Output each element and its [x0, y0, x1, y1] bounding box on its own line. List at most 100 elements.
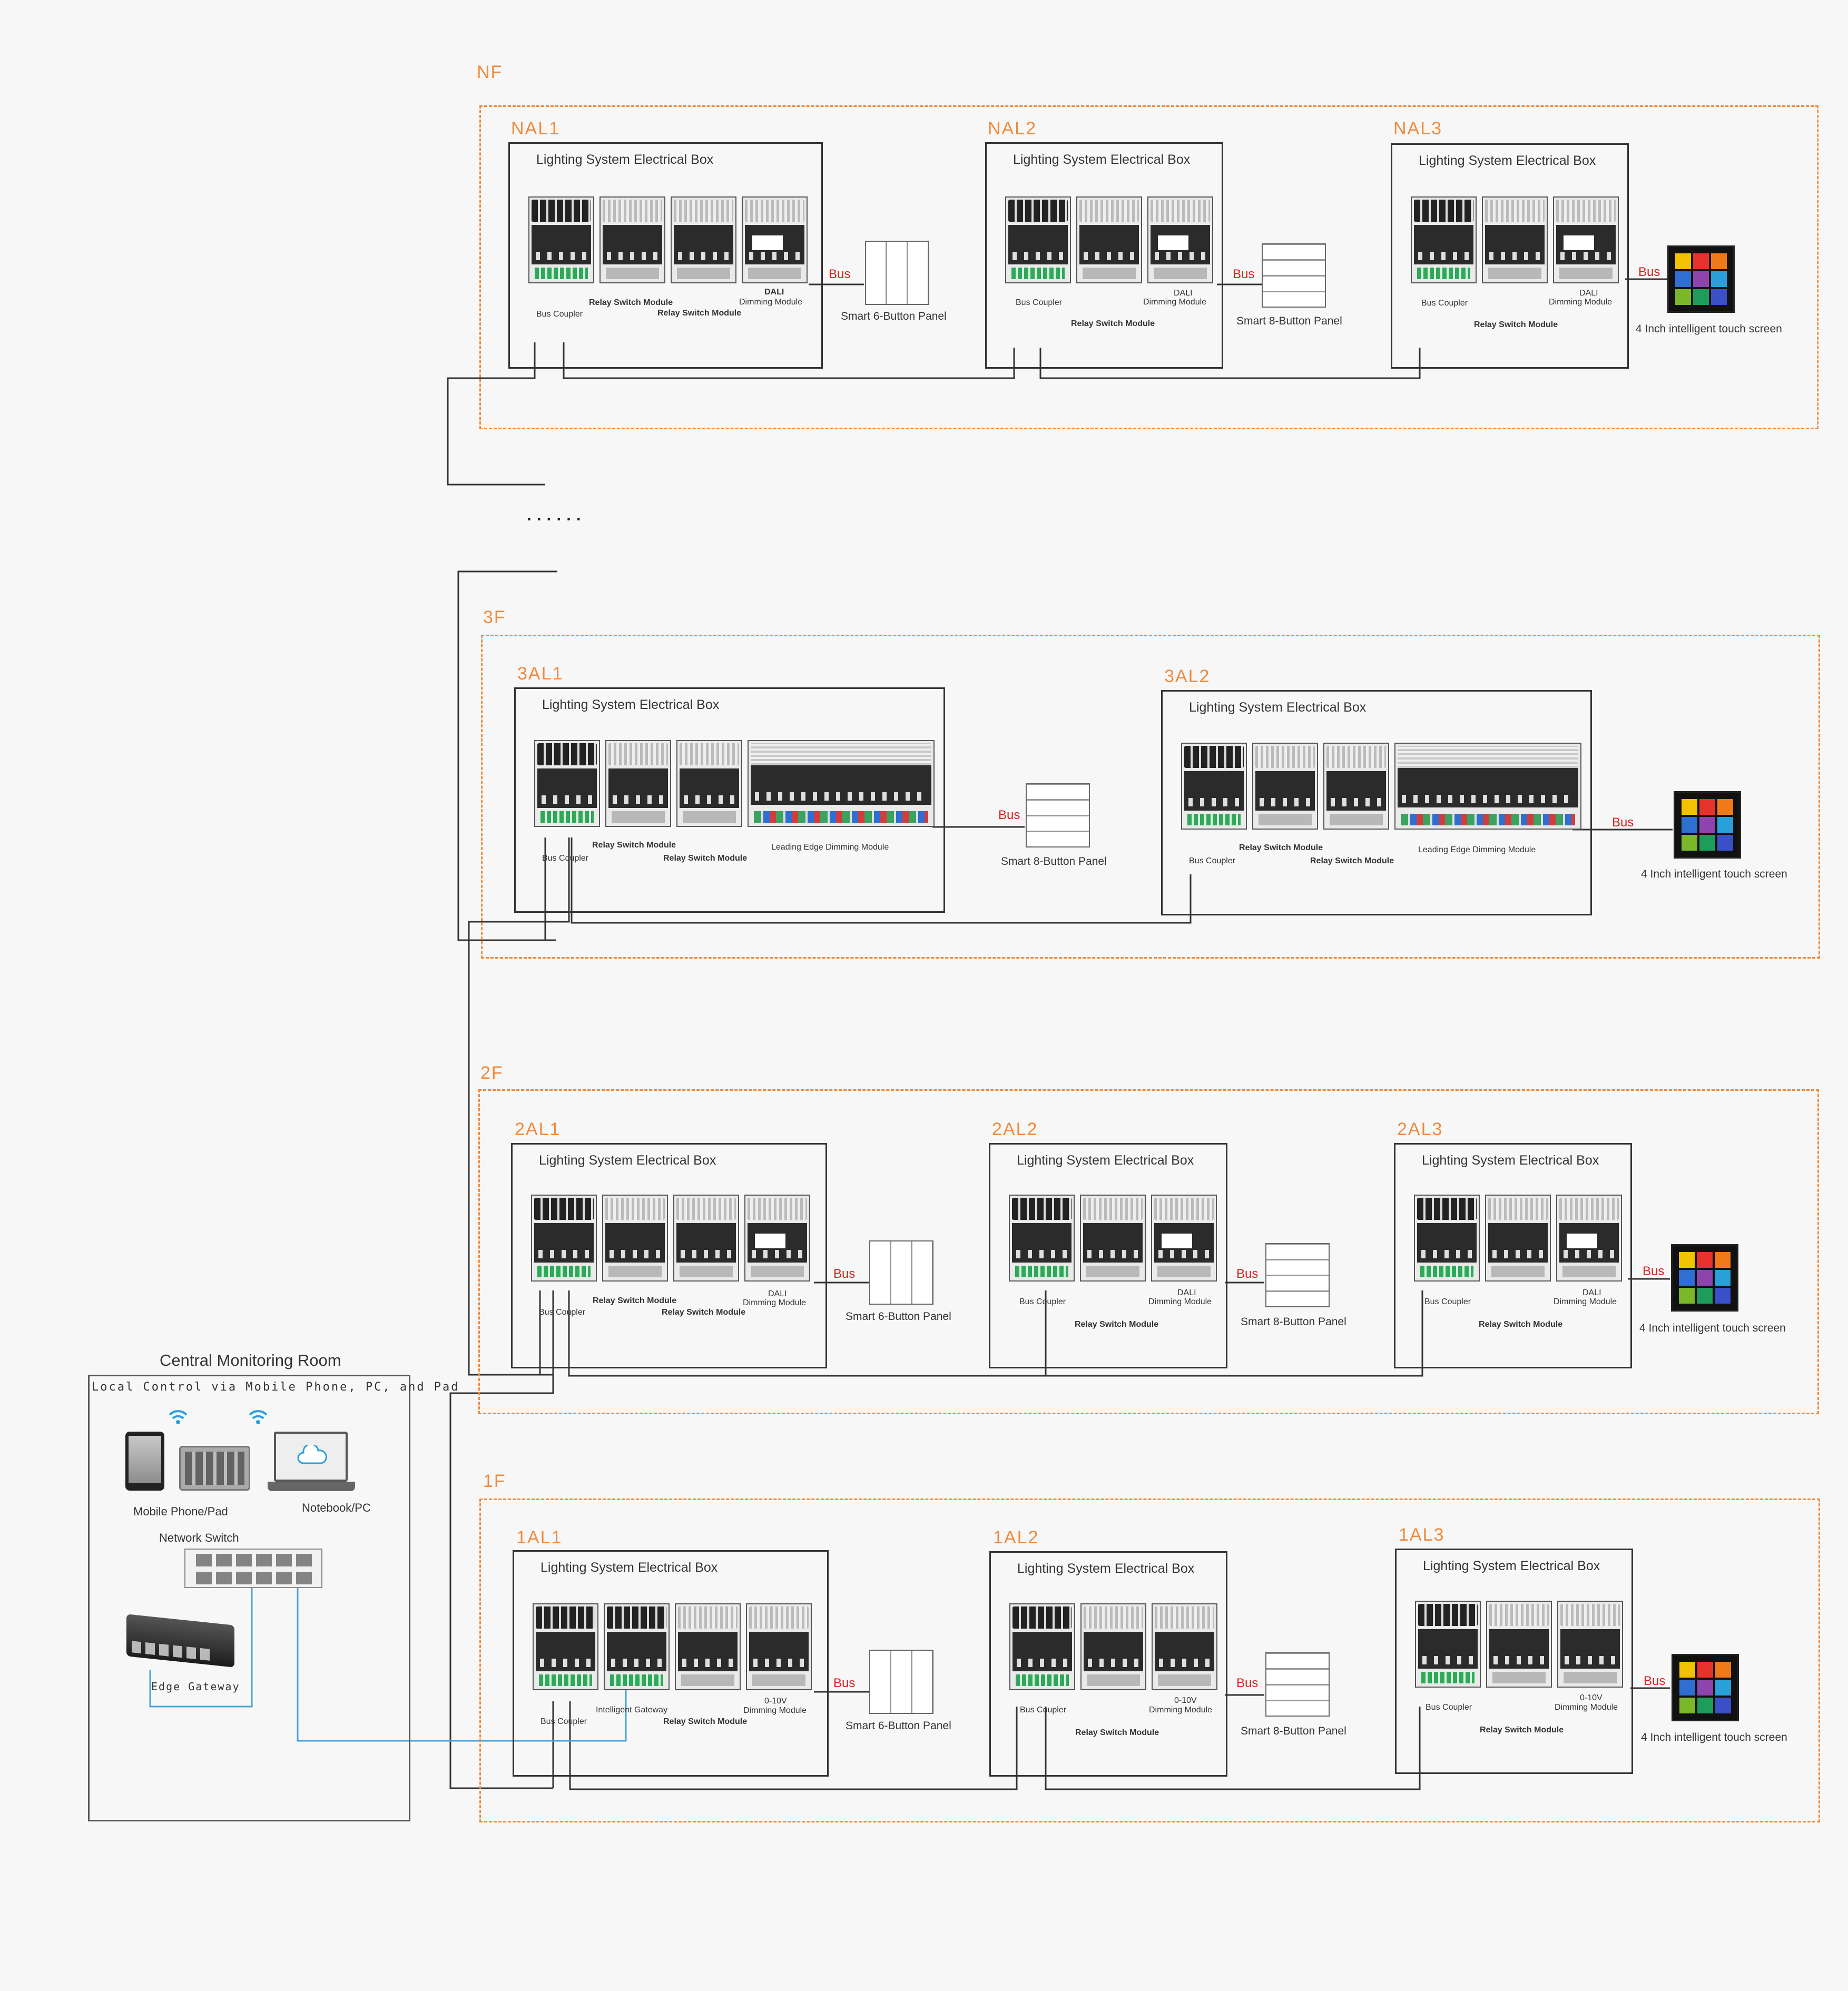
- relay-label: Relay Switch Module: [663, 854, 748, 863]
- bus-label: Bus: [1612, 815, 1634, 830]
- touch-label: 4 Inch intelligent touch screen: [1641, 1731, 1787, 1743]
- bus-coupler-label: Bus Coupler: [1421, 299, 1468, 308]
- eight-panel-label: Smart 8-Button Panel: [1236, 315, 1342, 327]
- dimming-label: Dimming Module: [743, 1706, 807, 1715]
- ebox-title: Lighting System Electrical Box: [536, 152, 714, 167]
- relay-label: Relay Switch Module: [589, 298, 673, 307]
- dali-dimming-module: [1553, 196, 1619, 283]
- ebox-label-1al1: 1AL1: [516, 1527, 563, 1548]
- electrical-box-nal1: Lighting System Electrical Box Bus Coupl…: [508, 142, 823, 369]
- bus-coupler-label: Bus Coupler: [1019, 1297, 1066, 1306]
- electrical-box-2al3: Lighting System Electrical Box Bus Coupl…: [1394, 1143, 1632, 1368]
- eight-panel-label: Smart 8-Button Panel: [1001, 855, 1107, 868]
- touch-label: 4 Inch intelligent touch screen: [1636, 323, 1782, 335]
- relay-label: Relay Switch Module: [1071, 319, 1155, 328]
- mobile-label: Mobile Phone/Pad: [133, 1505, 228, 1518]
- bus-coupler-module: [531, 1195, 597, 1282]
- tenv-label: 0-10V: [1580, 1693, 1603, 1702]
- dali-label: DALI: [1579, 289, 1598, 298]
- ebox-title: Lighting System Electrical Box: [1419, 153, 1596, 168]
- ebox-title: Lighting System Electrical Box: [539, 1153, 716, 1168]
- ebox-title: Lighting System Electrical Box: [1189, 700, 1367, 715]
- bus-wire: [468, 837, 570, 1376]
- dimming-label: Dimming Module: [1149, 1706, 1213, 1714]
- relay-label: Relay Switch Module: [657, 309, 742, 318]
- bus-coupler-module: [1009, 1603, 1075, 1690]
- ebox-label-nal3: NAL3: [1393, 119, 1443, 139]
- wifi-icon: [169, 1410, 188, 1424]
- bus-coupler-module: [528, 196, 594, 283]
- touch-screen: [1667, 245, 1735, 313]
- relay-label: Relay Switch Module: [663, 1717, 748, 1726]
- dali-label: DALI: [1177, 1288, 1196, 1297]
- ebox-label-2al2: 2AL2: [992, 1119, 1038, 1139]
- tablet-icon: [125, 1432, 164, 1491]
- electrical-box-3al2: Lighting System Electrical Box Bus Coupl…: [1161, 690, 1592, 915]
- bus-coupler-module: [1005, 196, 1071, 283]
- bus-coupler-module: [1411, 196, 1477, 283]
- cloud-icon: [297, 1445, 327, 1464]
- leading-edge-label: Leading Edge Dimming Module: [771, 843, 889, 852]
- bus-label: Bus: [829, 267, 851, 281]
- relay-switch-module: [1486, 1601, 1552, 1688]
- relay-label: Relay Switch Module: [1479, 1320, 1563, 1329]
- six-panel-label: Smart 6-Button Panel: [846, 1720, 951, 1732]
- dali-dimming-module: [1151, 1195, 1217, 1282]
- touch-screen: [1674, 791, 1741, 859]
- smart-8-button-panel: [1265, 1243, 1330, 1307]
- dali-label: DALI: [1582, 1288, 1601, 1297]
- ebox-title: Lighting System Electrical Box: [540, 1560, 718, 1575]
- relay-label: Relay Switch Module: [593, 1296, 677, 1305]
- relay-switch-module: [676, 740, 742, 827]
- ebox-label-3al2: 3AL2: [1164, 666, 1211, 686]
- dimming-label: Dimming Module: [1555, 1703, 1618, 1712]
- network-wire: [297, 1579, 627, 1742]
- bus-label: Bus: [1638, 265, 1660, 279]
- dali-label: DALI: [764, 288, 784, 297]
- bus-coupler-module: [1181, 743, 1247, 830]
- relay-label: Relay Switch Module: [1480, 1726, 1564, 1734]
- bus-coupler-label: Bus Coupler: [1426, 1703, 1472, 1712]
- bus-coupler-module: [1009, 1195, 1075, 1282]
- bus-coupler-module: [1415, 1601, 1481, 1688]
- edge-gateway-label: Edge Gateway: [151, 1680, 240, 1693]
- notebook-label: Notebook/PC: [302, 1501, 371, 1514]
- bus-coupler-label: Bus Coupler: [1424, 1297, 1471, 1306]
- electrical-box-1al3: Lighting System Electrical Box Bus Coupl…: [1395, 1549, 1633, 1774]
- laptop-icon: [274, 1432, 348, 1482]
- laptop-base: [268, 1482, 355, 1491]
- floor-2f: [478, 1089, 1819, 1414]
- continuation-ellipsis: ......: [526, 498, 585, 526]
- bus-coupler-label: Bus Coupler: [1189, 856, 1236, 865]
- ebox-label-2al3: 2AL3: [1397, 1119, 1443, 1139]
- ebox-title: Lighting System Electrical Box: [1013, 152, 1191, 167]
- bus-label: Bus: [833, 1267, 856, 1281]
- bus-label: Bus: [1236, 1676, 1259, 1690]
- relay-switch-module: [599, 196, 665, 283]
- dali-label: DALI: [1174, 289, 1193, 298]
- bus-coupler-module: [1414, 1195, 1480, 1282]
- touch-screen: [1672, 1654, 1739, 1721]
- electrical-box-3al1: Lighting System Electrical Box Bus Coupl…: [514, 687, 945, 913]
- leading-edge-dimming-module: [1394, 743, 1581, 830]
- dali-dimming-module: [1147, 196, 1213, 283]
- bus-wire: [1039, 348, 1421, 379]
- ebox-title: Lighting System Electrical Box: [542, 697, 720, 712]
- bus-label: Bus: [833, 1676, 856, 1690]
- relay-switch-module: [1323, 743, 1389, 830]
- relay-switch-module: [1076, 196, 1142, 283]
- floor-3f: [481, 635, 1820, 959]
- network-switch: [184, 1549, 322, 1588]
- six-panel-label: Smart 6-Button Panel: [841, 310, 947, 322]
- ebox-title: Lighting System Electrical Box: [1423, 1559, 1600, 1573]
- six-panel-label: Smart 6-Button Panel: [846, 1310, 951, 1323]
- relay-switch-module: [673, 1195, 739, 1282]
- leading-edge-label: Leading Edge Dimming Module: [1418, 845, 1536, 854]
- dimming-label: Dimming Module: [1549, 298, 1613, 307]
- bus-wire: [571, 837, 1192, 924]
- ebox-label-1al3: 1AL3: [1399, 1525, 1445, 1545]
- relay-switch-module: [1080, 1603, 1146, 1690]
- floor-label-2f: 2F: [480, 1063, 504, 1083]
- bus-label: Bus: [1644, 1674, 1666, 1688]
